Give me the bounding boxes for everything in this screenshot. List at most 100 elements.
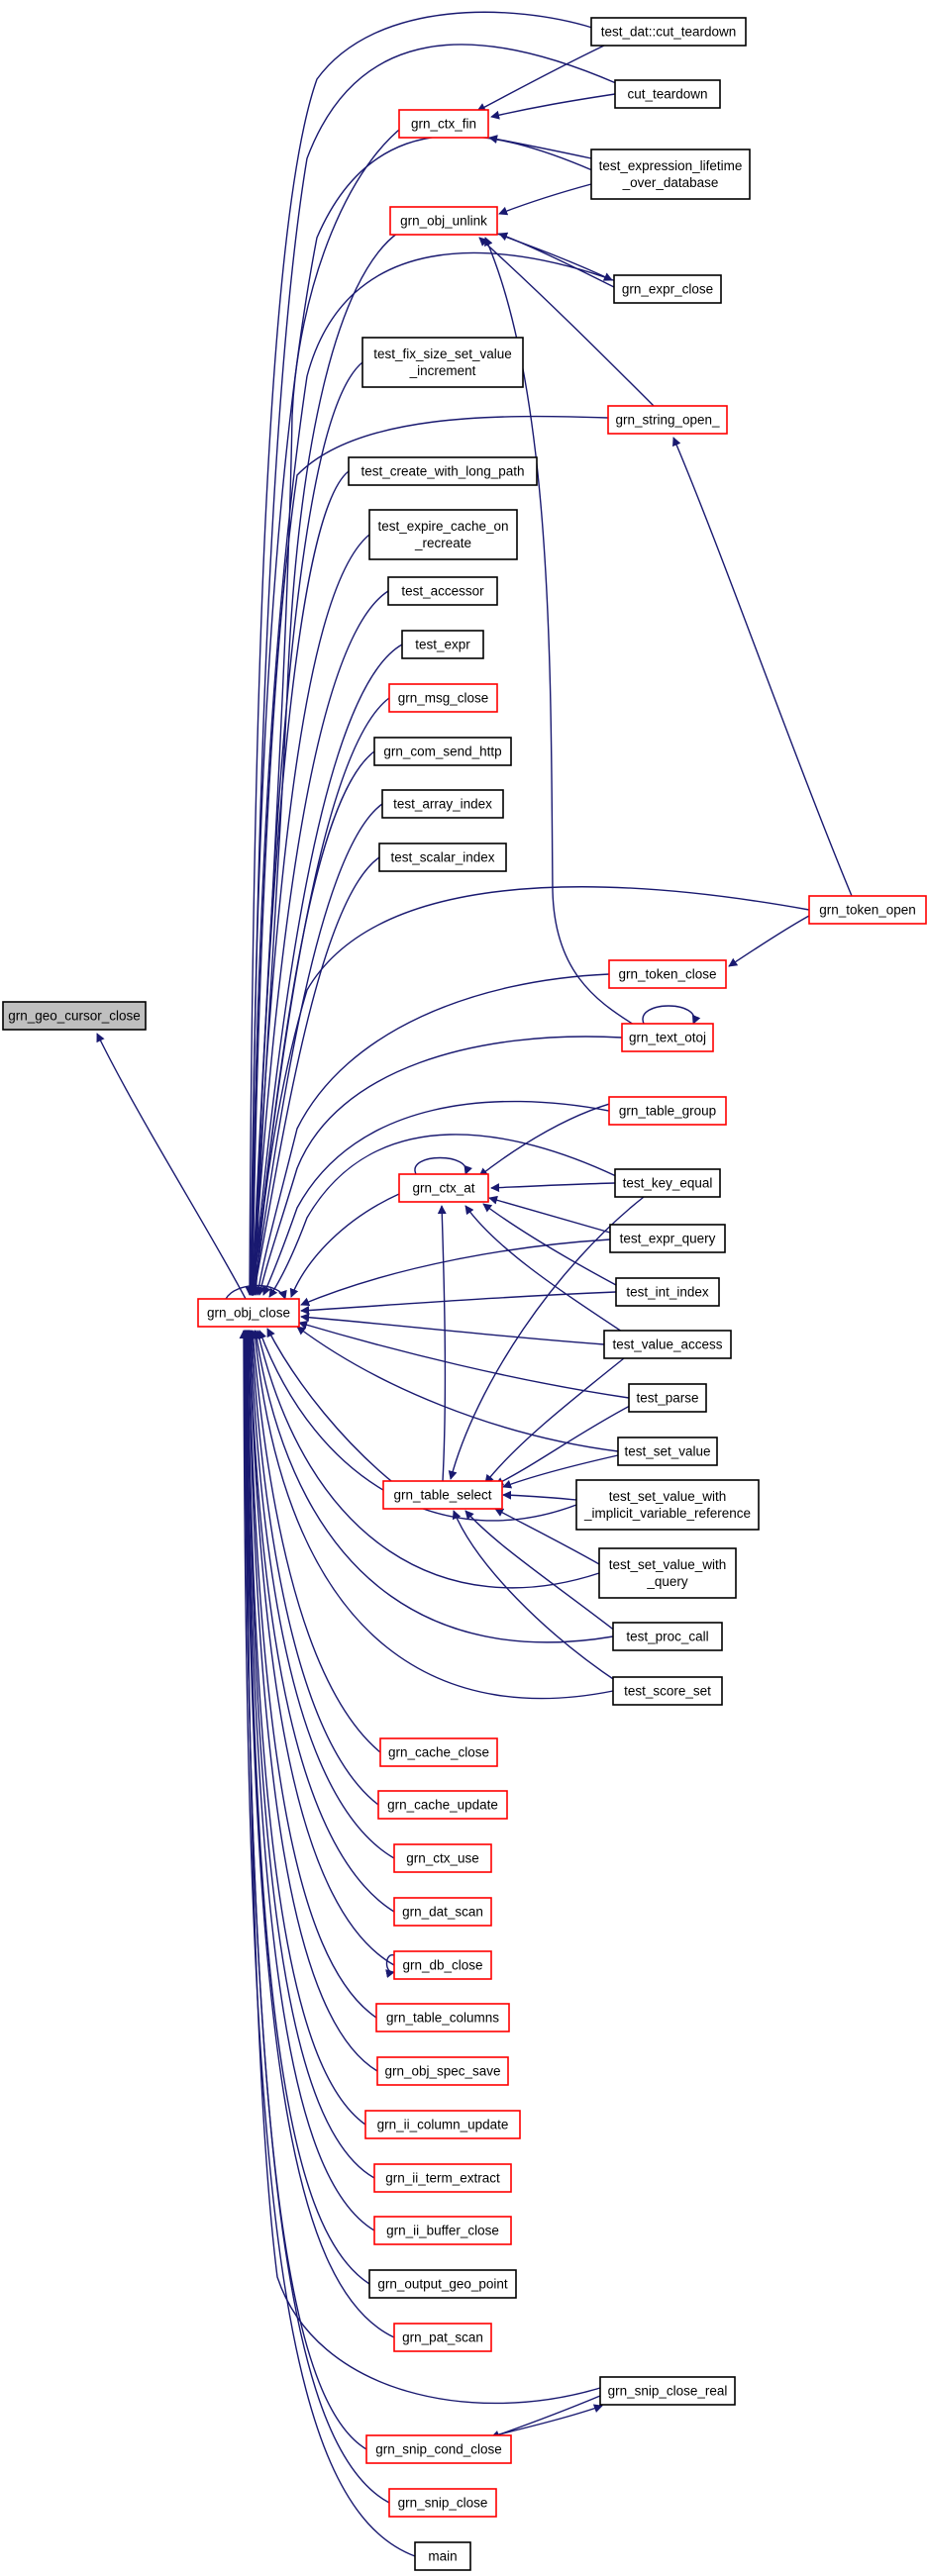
node-box[interactable]	[628, 1383, 707, 1413]
node-ctx-fin[interactable]: grn_ctx_fin	[398, 109, 489, 139]
node-expr-query[interactable]: test_expr_query	[609, 1224, 726, 1253]
node-scalar-index[interactable]: test_scalar_index	[378, 842, 507, 872]
node-msg-close[interactable]: grn_msg_close	[388, 683, 498, 713]
node-token-open[interactable]: grn_token_open	[808, 895, 927, 925]
node-string-open[interactable]: grn_string_open_	[607, 405, 728, 435]
node-box[interactable]	[382, 1480, 503, 1510]
node-box[interactable]	[607, 405, 728, 435]
node-box[interactable]	[614, 1168, 721, 1198]
node-box[interactable]	[590, 149, 751, 200]
node-box[interactable]	[401, 630, 484, 659]
node-box[interactable]	[609, 1224, 726, 1253]
node-box[interactable]	[608, 1096, 727, 1126]
node-table-select[interactable]: grn_table_select	[382, 1480, 503, 1510]
node-box[interactable]	[381, 789, 504, 819]
node-dat-scan[interactable]: grn_dat_scan	[393, 1897, 492, 1927]
node-box[interactable]	[613, 274, 722, 304]
node-int-index[interactable]: test_int_index	[615, 1277, 720, 1307]
node-output-geo-point[interactable]: grn_output_geo_point	[368, 2269, 517, 2299]
node-box[interactable]	[368, 2269, 517, 2299]
node-fix-size[interactable]: test_fix_size_set_value_increment	[361, 337, 524, 388]
node-key-equal[interactable]: test_key_equal	[614, 1168, 721, 1198]
node-com-send-http[interactable]: grn_com_send_http	[373, 737, 512, 766]
node-box[interactable]	[379, 1737, 498, 1767]
node-create-long-path[interactable]: test_create_with_long_path	[348, 456, 538, 486]
node-box[interactable]	[393, 2323, 492, 2352]
node-box[interactable]	[2, 1001, 147, 1031]
node-obj-spec-save[interactable]: grn_obj_spec_save	[376, 2056, 509, 2086]
node-box[interactable]	[389, 206, 498, 236]
node-set-value-query[interactable]: test_set_value_with_query	[598, 1547, 737, 1599]
node-box[interactable]	[387, 576, 498, 606]
node-value-access[interactable]: test_value_access	[603, 1330, 732, 1359]
node-box[interactable]	[368, 509, 518, 560]
node-ctx-use[interactable]: grn_ctx_use	[393, 1843, 492, 1873]
node-box[interactable]	[388, 683, 498, 713]
node-score-set[interactable]: test_score_set	[612, 1676, 723, 1706]
node-pat-scan[interactable]: grn_pat_scan	[393, 2323, 492, 2352]
node-box[interactable]	[373, 2216, 512, 2245]
node-box[interactable]	[808, 895, 927, 925]
node-box[interactable]	[615, 1277, 720, 1307]
node-expr-lifetime[interactable]: test_expression_lifetime_over_database	[590, 149, 751, 200]
node-set-value[interactable]: test_set_value	[617, 1437, 718, 1466]
node-box[interactable]	[393, 1843, 492, 1873]
node-cache-close[interactable]: grn_cache_close	[379, 1737, 498, 1767]
node-box[interactable]	[614, 79, 721, 109]
node-box[interactable]	[608, 959, 727, 989]
node-snip-cond-close[interactable]: grn_snip_cond_close	[365, 2434, 512, 2464]
node-snip-close-real[interactable]: grn_snip_close_real	[599, 2376, 736, 2406]
node-box[interactable]	[599, 2376, 736, 2406]
node-cut-teardown[interactable]: cut_teardown	[614, 79, 721, 109]
node-box[interactable]	[388, 2488, 497, 2518]
node-box[interactable]	[348, 456, 538, 486]
node-box[interactable]	[197, 1298, 300, 1328]
node-array-index[interactable]: test_array_index	[381, 789, 504, 819]
node-set-value-implicit[interactable]: test_set_value_with_implicit_variable_re…	[575, 1479, 760, 1531]
node-box[interactable]	[373, 2163, 512, 2193]
node-box[interactable]	[612, 1676, 723, 1706]
node-box[interactable]	[414, 2541, 471, 2571]
node-text-otoj[interactable]: grn_text_otoj	[621, 1023, 714, 1052]
node-box[interactable]	[377, 1790, 508, 1820]
node-box[interactable]	[361, 337, 524, 388]
node-box[interactable]	[617, 1437, 718, 1466]
node-accessor[interactable]: test_accessor	[387, 576, 498, 606]
node-snip-close[interactable]: grn_snip_close	[388, 2488, 497, 2518]
node-table-group[interactable]: grn_table_group	[608, 1096, 727, 1126]
node-box[interactable]	[575, 1479, 760, 1531]
node-expr-close[interactable]: grn_expr_close	[613, 274, 722, 304]
node-geo-cursor-close[interactable]: grn_geo_cursor_close	[2, 1001, 147, 1031]
node-box[interactable]	[398, 1173, 489, 1203]
node-box[interactable]	[598, 1547, 737, 1599]
node-dat-cut-teardown[interactable]: test_dat::cut_teardown	[590, 17, 747, 47]
node-obj-unlink[interactable]: grn_obj_unlink	[389, 206, 498, 236]
node-box[interactable]	[612, 1622, 723, 1651]
node-box[interactable]	[393, 1950, 492, 1980]
node-box[interactable]	[364, 2110, 521, 2139]
node-box[interactable]	[590, 17, 747, 47]
node-box[interactable]	[398, 109, 489, 139]
node-ctx-at[interactable]: grn_ctx_at	[398, 1173, 489, 1203]
node-box[interactable]	[393, 1897, 492, 1927]
node-main[interactable]: main	[414, 2541, 471, 2571]
node-box[interactable]	[375, 2003, 510, 2032]
node-db-close[interactable]: grn_db_close	[393, 1950, 492, 1980]
node-box[interactable]	[376, 2056, 509, 2086]
node-box[interactable]	[603, 1330, 732, 1359]
node-obj-close[interactable]: grn_obj_close	[197, 1298, 300, 1328]
node-token-close[interactable]: grn_token_close	[608, 959, 727, 989]
node-test-expr[interactable]: test_expr	[401, 630, 484, 659]
node-box[interactable]	[373, 737, 512, 766]
node-ii-term-extract[interactable]: grn_ii_term_extract	[373, 2163, 512, 2193]
node-box[interactable]	[378, 842, 507, 872]
node-parse[interactable]: test_parse	[628, 1383, 707, 1413]
node-expire-cache[interactable]: test_expire_cache_on_recreate	[368, 509, 518, 560]
node-ii-buffer-close[interactable]: grn_ii_buffer_close	[373, 2216, 512, 2245]
node-ii-column-update[interactable]: grn_ii_column_update	[364, 2110, 521, 2139]
node-proc-call[interactable]: test_proc_call	[612, 1622, 723, 1651]
node-box[interactable]	[365, 2434, 512, 2464]
node-box[interactable]	[621, 1023, 714, 1052]
node-cache-update[interactable]: grn_cache_update	[377, 1790, 508, 1820]
node-table-columns[interactable]: grn_table_columns	[375, 2003, 510, 2032]
